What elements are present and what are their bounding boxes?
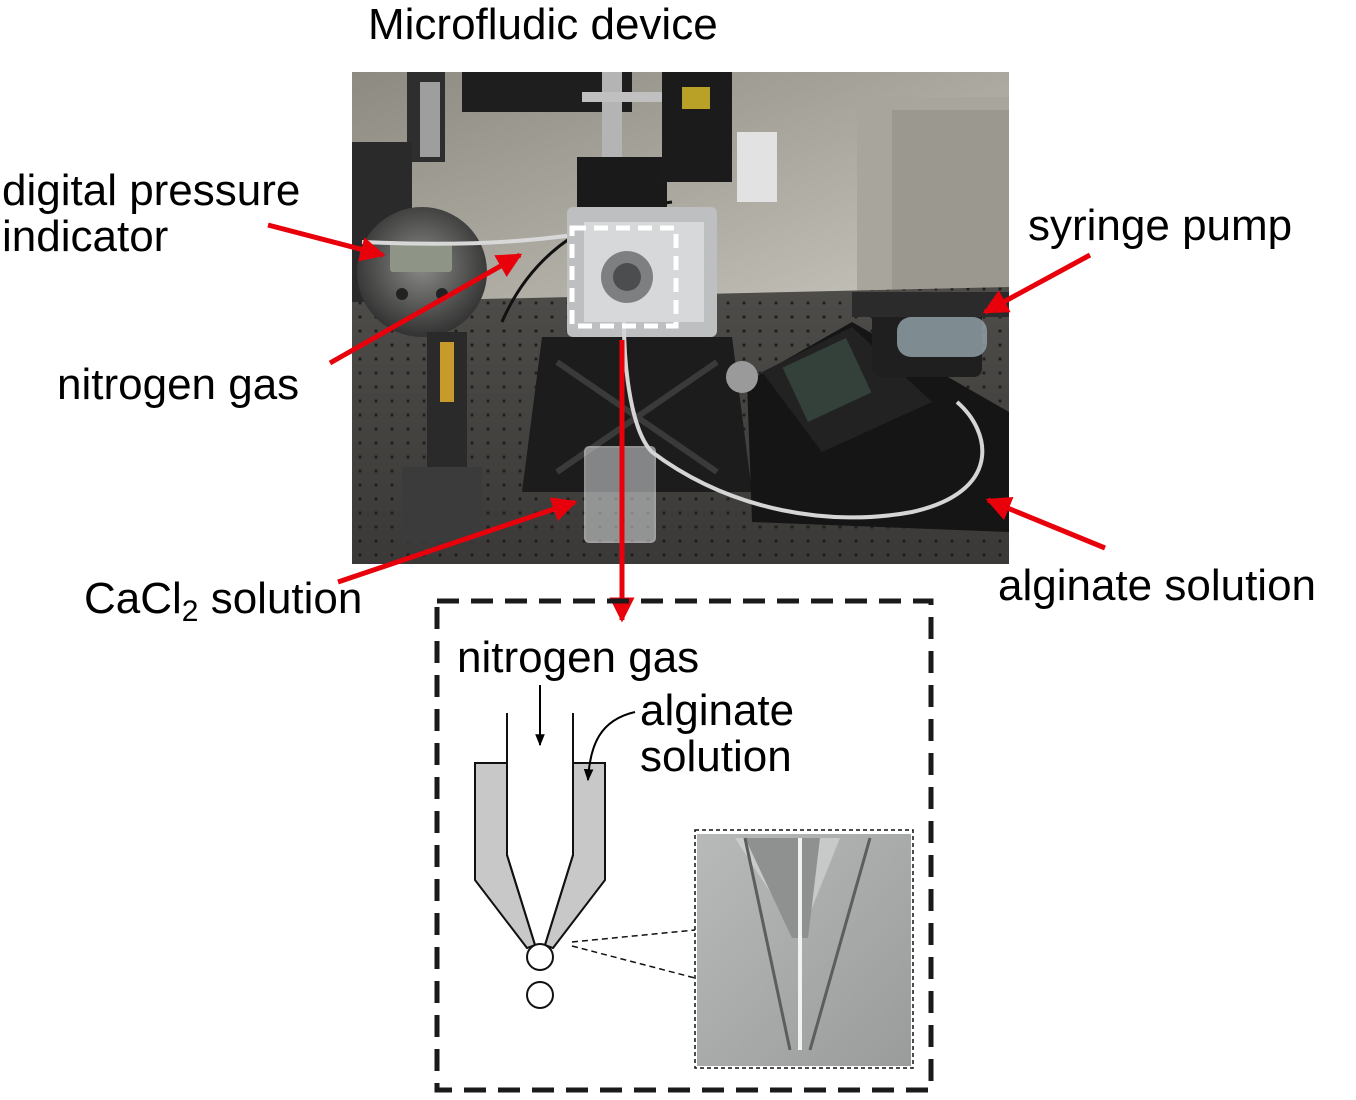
label-alginate-solution: alginate solution xyxy=(998,561,1317,610)
arrow-cacl2-solution xyxy=(337,497,578,585)
label-digital-pressure-indicator: digital pressure indicator xyxy=(2,166,301,262)
arrow-nitrogen-gas xyxy=(328,252,523,366)
nozzle-micrograph xyxy=(694,829,914,1069)
figure-title: Microfludic device xyxy=(368,0,718,49)
droplet-forming xyxy=(526,943,554,971)
arrow-alginate-solution xyxy=(985,496,1106,551)
inset-box xyxy=(434,598,934,1093)
droplet-released xyxy=(526,981,554,1009)
inset-label-nitrogen-gas: nitrogen gas xyxy=(457,633,700,682)
arrow-syringe-pump xyxy=(982,252,1092,315)
inset-label-alginate-solution: alginate solution xyxy=(640,686,795,782)
label-cacl2-suffix: solution xyxy=(198,574,363,623)
zoom-line-bottom xyxy=(571,945,696,979)
label-nitrogen-gas: nitrogen gas xyxy=(57,360,300,409)
highlight-box xyxy=(569,225,679,329)
label-cacl2-prefix: CaCl xyxy=(84,574,182,623)
label-digital-pressure-line2: indicator xyxy=(2,212,169,262)
nozzle-schematic xyxy=(474,713,606,1009)
arrow-digital-pressure xyxy=(267,222,386,262)
label-cacl2-solution: CaCl2 solution xyxy=(84,574,363,628)
inset-label-alginate-line2: solution xyxy=(640,732,792,782)
inset-label-alginate-line1: alginate xyxy=(640,686,795,735)
zoom-line-top xyxy=(571,929,696,943)
arrow-alginate-flow xyxy=(583,711,636,782)
label-digital-pressure-line1: digital pressure xyxy=(2,166,301,215)
setup-photograph xyxy=(352,72,1009,564)
label-syringe-pump: syringe pump xyxy=(1028,201,1293,250)
label-cacl2-subscript: 2 xyxy=(181,595,199,628)
